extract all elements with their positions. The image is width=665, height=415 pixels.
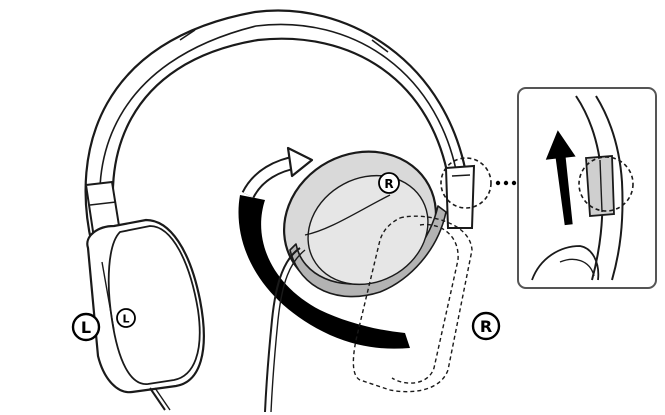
svg-text:R: R (384, 177, 393, 191)
left-cable-inner (154, 387, 171, 411)
right-slider (444, 164, 476, 229)
label-right-small: R (378, 172, 400, 194)
right-cable-inner (270, 249, 306, 413)
curved-arrow-head (241, 146, 314, 199)
rotation-arrow (238, 195, 410, 349)
right-earcup-ghost (352, 215, 473, 393)
svg-text:L: L (81, 318, 91, 337)
left-cable (149, 387, 166, 411)
label-left-large: L (71, 312, 101, 342)
label-left-small: L (116, 308, 136, 328)
right-cable (264, 247, 301, 413)
leader-dots (495, 180, 517, 186)
left-earcup (86, 218, 205, 394)
inset-closeup (517, 87, 657, 289)
focus-circle (440, 157, 492, 209)
svg-text:L: L (122, 313, 129, 326)
label-right-large: R (471, 311, 501, 341)
right-earcup (282, 150, 447, 298)
svg-text:R: R (480, 317, 492, 336)
